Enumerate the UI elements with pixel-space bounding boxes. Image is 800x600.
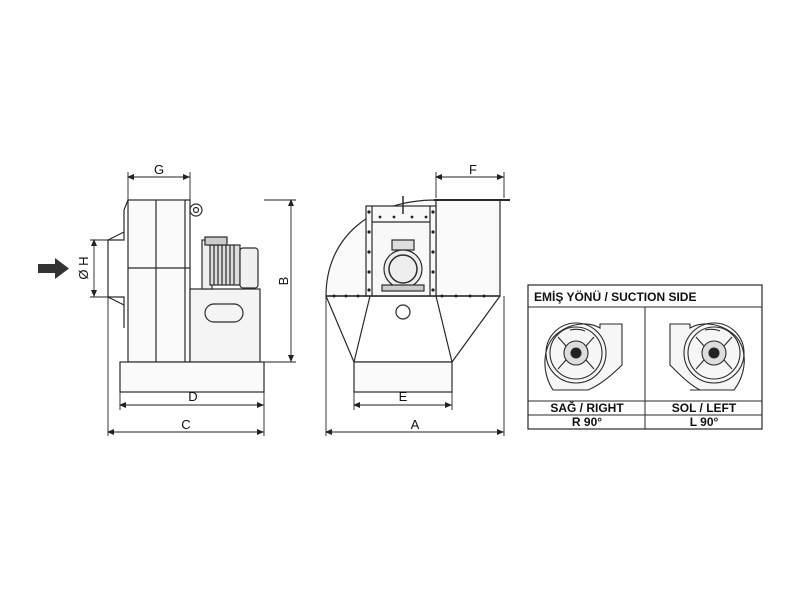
hopper	[325, 295, 501, 363]
dim-label-e: E	[399, 389, 408, 404]
side-view	[38, 199, 265, 393]
suction-side-table: EMİŞ YÖNÜ / SUCTION SIDE SAĞ / RIGHT R 9…	[527, 284, 763, 430]
base-frame-front	[353, 361, 453, 393]
right-angle: R 90°	[572, 415, 602, 429]
fan-right-rotation-icon	[544, 322, 623, 391]
dim-label-g: G	[154, 162, 164, 177]
pedestal-slot	[204, 303, 244, 323]
fan-left-rotation-icon	[669, 322, 745, 391]
inlet-cone	[107, 210, 125, 328]
dim-label-f: F	[469, 162, 477, 177]
front-bolts	[332, 210, 486, 298]
motor-front	[381, 239, 425, 292]
drain-hole	[395, 304, 411, 320]
suction-table-title: EMİŞ YÖNÜ / SUCTION SIDE	[534, 289, 696, 304]
base-frame-side	[119, 361, 265, 393]
dim-label-a: A	[411, 417, 420, 432]
suction-arrow-icon	[38, 258, 69, 279]
dim-label-d: D	[188, 389, 197, 404]
left-angle: L 90°	[690, 415, 719, 429]
fan-housing-side	[127, 199, 191, 363]
bearing	[189, 203, 203, 217]
motor-pedestal	[189, 288, 261, 363]
dim-label-b: B	[276, 277, 291, 286]
front-view	[325, 196, 510, 393]
dim-label-c: C	[181, 417, 190, 432]
side-view-dimensions	[90, 172, 296, 436]
dim-label-h: Ø H	[76, 256, 91, 279]
outlet-duct	[435, 199, 501, 297]
right-label: SAĞ / RIGHT	[550, 400, 624, 415]
left-label: SOL / LEFT	[672, 401, 737, 415]
front-view-dimensions	[325, 172, 505, 436]
motor-side	[201, 236, 259, 290]
